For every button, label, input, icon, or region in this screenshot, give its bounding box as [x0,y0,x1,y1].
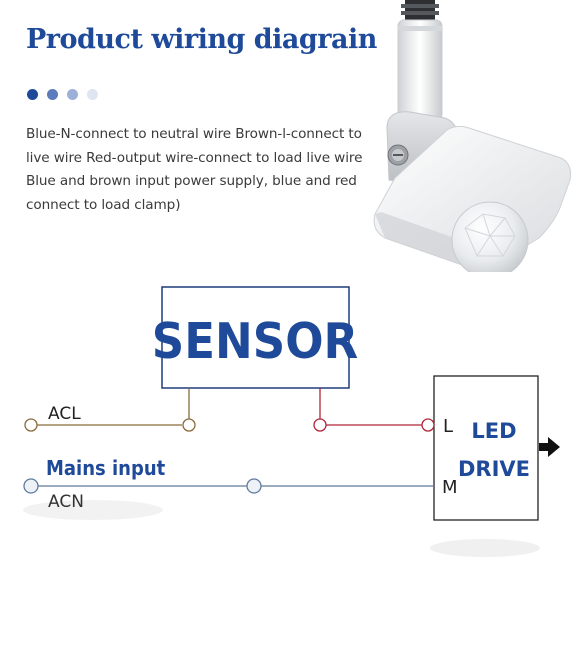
output-arrow-icon [539,437,560,457]
driver-label-line1: LED [471,419,516,443]
pager-dot-1[interactable] [27,89,38,100]
driver-label-line2: DRIVE [458,457,530,481]
sensor-label: SENSOR [152,313,358,370]
sensor-output-terminal [313,418,327,432]
mains-input-label: Mains input [46,457,165,480]
pager-dot-2[interactable] [47,89,58,100]
wiring-description: Blue-N-connect to neutral wire Brown-l-c… [26,126,363,214]
acn-label: ACN [48,492,84,512]
led-driver-box [433,375,539,521]
wiring-diagram: SENSOR LED DRIVE ACL L Mains input ACN M [23,286,560,557]
terminal-m-label: M [442,477,458,498]
acl-label: ACL [48,404,81,424]
driver-l-terminal [421,418,435,432]
pager-dot-4[interactable] [87,89,98,100]
pager-dot-3[interactable] [67,89,78,100]
page-title: Product wiring diagrain [26,24,377,55]
terminal-l-label: L [443,416,453,437]
acl-sensor-terminal [182,418,196,432]
acn-input-terminal [23,478,39,494]
sensor-box [161,286,350,389]
pager-dots [27,89,98,100]
motion-sensor-product-image [373,0,572,272]
acn-junction-terminal [246,478,262,494]
acl-input-terminal [24,418,38,432]
